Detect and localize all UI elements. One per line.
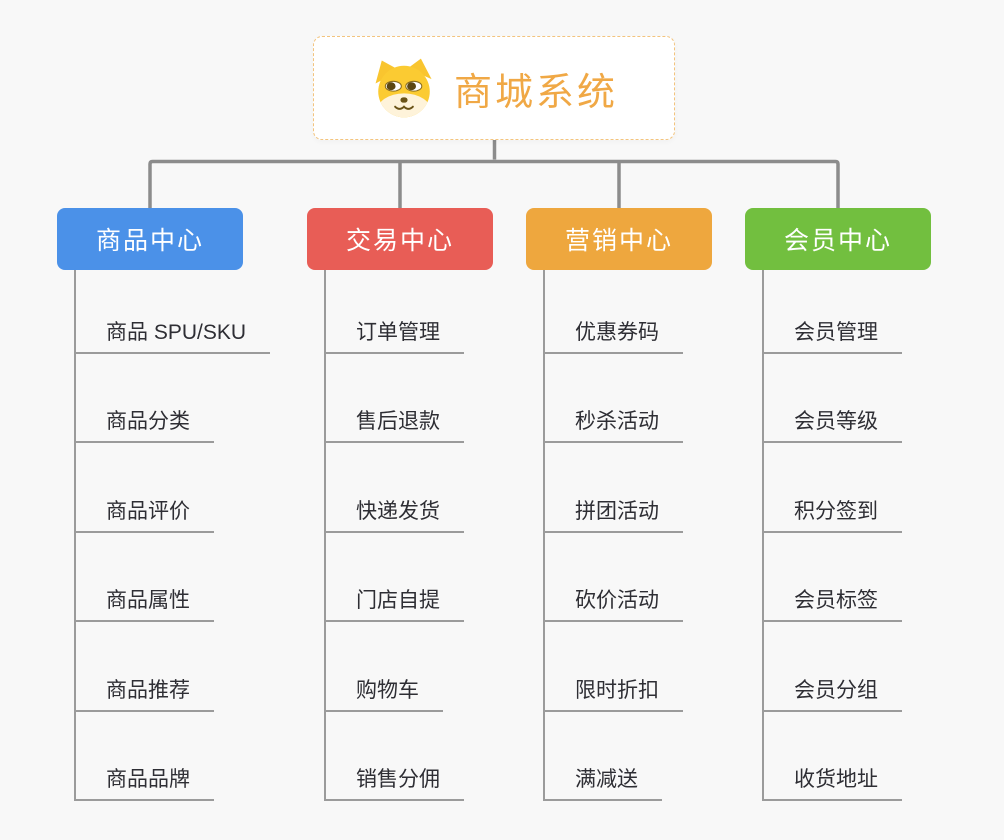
branch-label: 会员中心	[783, 227, 892, 255]
mindmap-item[interactable]: 秒杀活动	[545, 403, 683, 444]
mindmap-item[interactable]: 砍价活动	[545, 582, 683, 623]
branch-items-marketing-center: 优惠券码秒杀活动拼团活动砍价活动限时折扣满减送	[543, 270, 683, 801]
mindmap-item[interactable]: 积分签到	[764, 493, 902, 533]
branch-items-trade-center: 订单管理售后退款快递发货门店自提购物车销售分佣	[324, 270, 464, 801]
mindmap-item[interactable]: 商品品牌	[76, 761, 214, 801]
dog-face-icon	[370, 56, 438, 120]
mindmap-item[interactable]: 收货地址	[764, 761, 902, 801]
branch-node-trade-center[interactable]: 交易中心	[307, 208, 493, 270]
branch-label: 商品中心	[95, 227, 204, 255]
mindmap-item[interactable]: 拼团活动	[545, 493, 683, 533]
branch-label: 交易中心	[345, 227, 454, 255]
mindmap-item[interactable]: 会员标签	[764, 582, 902, 623]
mindmap-item[interactable]: 满减送	[545, 761, 662, 801]
branch-label: 营销中心	[564, 227, 673, 255]
mindmap-item[interactable]: 商品属性	[76, 582, 214, 623]
mindmap-item[interactable]: 销售分佣	[326, 761, 464, 801]
root-node[interactable]: 商城系统	[313, 36, 675, 140]
mindmap-item[interactable]: 商品推荐	[76, 672, 214, 712]
mindmap-item[interactable]: 会员分组	[764, 672, 902, 712]
branch-items-product-center: 商品 SPU/SKU 商品分类商品评价商品属性商品推荐商品品牌	[74, 270, 271, 801]
mindmap-item[interactable]: 优惠券码	[545, 314, 683, 354]
mindmap-item[interactable]: 商品分类	[76, 403, 214, 444]
mindmap-item[interactable]: 门店自提	[326, 582, 464, 623]
mindmap-item[interactable]: 商品评价	[76, 493, 214, 533]
mindmap-item[interactable]: 商品 SPU/SKU	[76, 314, 271, 354]
mindmap-item[interactable]: 售后退款	[326, 403, 464, 444]
branch-node-marketing-center[interactable]: 营销中心	[526, 208, 712, 270]
mindmap-item[interactable]: 限时折扣	[545, 672, 683, 712]
mindmap-item[interactable]: 快递发货	[326, 493, 464, 533]
root-title: 商城系统	[453, 71, 618, 114]
branch-node-member-center[interactable]: 会员中心	[745, 208, 931, 270]
branch-node-product-center[interactable]: 商品中心	[57, 208, 243, 270]
mindmap-item[interactable]: 订单管理	[326, 314, 464, 354]
mindmap-item[interactable]: 会员管理	[764, 314, 902, 354]
branch-items-member-center: 会员管理会员等级积分签到会员标签会员分组收货地址	[762, 270, 902, 801]
mindmap-item[interactable]: 会员等级	[764, 403, 902, 444]
mindmap-item[interactable]: 购物车	[326, 672, 443, 712]
